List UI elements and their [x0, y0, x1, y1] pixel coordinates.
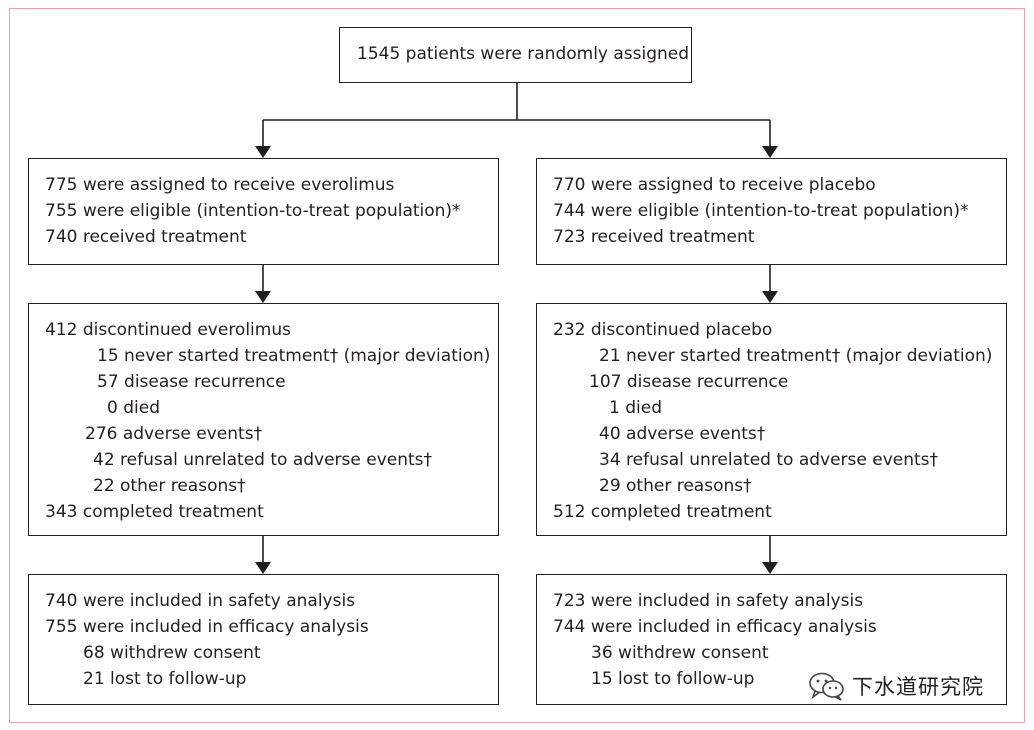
- watermark: 下水道研究院: [808, 668, 984, 704]
- arrowhead-icon: [255, 146, 271, 158]
- died-line: 0 died: [107, 398, 160, 418]
- randomized-text: 1545 patients were randomly assigned: [357, 44, 690, 64]
- other-reasons-line: 22 other reasons†: [93, 476, 246, 496]
- lost-followup-line: 15 lost to follow-up: [591, 669, 755, 689]
- figure-frame: [9, 8, 1025, 723]
- wechat-icon: [809, 672, 844, 701]
- watermark-text: 下水道研究院: [852, 675, 984, 699]
- recurrence-line: 107 disease recurrence: [589, 372, 789, 392]
- never-started-line: 15 never started treatment† (major devia…: [97, 346, 491, 366]
- assigned-line: 775 were assigned to receive everolimus: [45, 175, 395, 195]
- refusal-line: 42 refusal unrelated to adverse events†: [93, 450, 433, 470]
- arrowhead-icon: [762, 146, 778, 158]
- completed-line: 343 completed treatment: [45, 502, 264, 522]
- eligible-line: 744 were eligible (intention-to-treat po…: [553, 201, 969, 221]
- discontinued-head: 232 discontinued placebo: [553, 320, 773, 340]
- efficacy-line: 744 were included in efficacy analysis: [553, 617, 877, 637]
- assigned-line: 770 were assigned to receive placebo: [553, 175, 876, 195]
- safety-line: 740 were included in safety analysis: [45, 591, 356, 611]
- never-started-line: 21 never started treatment† (major devia…: [599, 346, 993, 366]
- randomized-box: 1545 patients were randomly assigned: [339, 27, 692, 83]
- died-line: 1 died: [609, 398, 662, 418]
- arrowhead-icon: [762, 562, 778, 574]
- adverse-events-line: 276 adverse events†: [85, 424, 263, 444]
- everolimus-discontinued-box: 412 discontinued everolimus 15 never sta…: [28, 303, 499, 536]
- recurrence-line: 57 disease recurrence: [97, 372, 286, 392]
- received-line: 740 received treatment: [45, 227, 247, 247]
- efficacy-line: 755 were included in efficacy analysis: [45, 617, 369, 637]
- completed-line: 512 completed treatment: [553, 502, 772, 522]
- adverse-events-line: 40 adverse events†: [599, 424, 766, 444]
- eligible-line: 755 were eligible (intention-to-treat po…: [45, 201, 461, 221]
- received-line: 723 received treatment: [553, 227, 755, 247]
- lost-followup-line: 21 lost to follow-up: [83, 669, 247, 689]
- safety-line: 723 were included in safety analysis: [553, 591, 864, 611]
- arrowhead-icon: [255, 291, 271, 303]
- everolimus-analysis-box: 740 were included in safety analysis 755…: [28, 574, 499, 705]
- placebo-discontinued-box: 232 discontinued placebo 21 never starte…: [536, 303, 1007, 536]
- placebo-analysis-box: 723 were included in safety analysis 744…: [536, 574, 1007, 705]
- refusal-line: 34 refusal unrelated to adverse events†: [599, 450, 939, 470]
- everolimus-assigned-box: 775 were assigned to receive everolimus …: [28, 158, 499, 265]
- placebo-assigned-box: 770 were assigned to receive placebo 744…: [536, 158, 1007, 265]
- withdrew-line: 68 withdrew consent: [83, 643, 261, 663]
- discontinued-head: 412 discontinued everolimus: [45, 320, 291, 340]
- other-reasons-line: 29 other reasons†: [599, 476, 752, 496]
- arrowhead-icon: [255, 562, 271, 574]
- withdrew-line: 36 withdrew consent: [591, 643, 769, 663]
- arrowhead-icon: [762, 291, 778, 303]
